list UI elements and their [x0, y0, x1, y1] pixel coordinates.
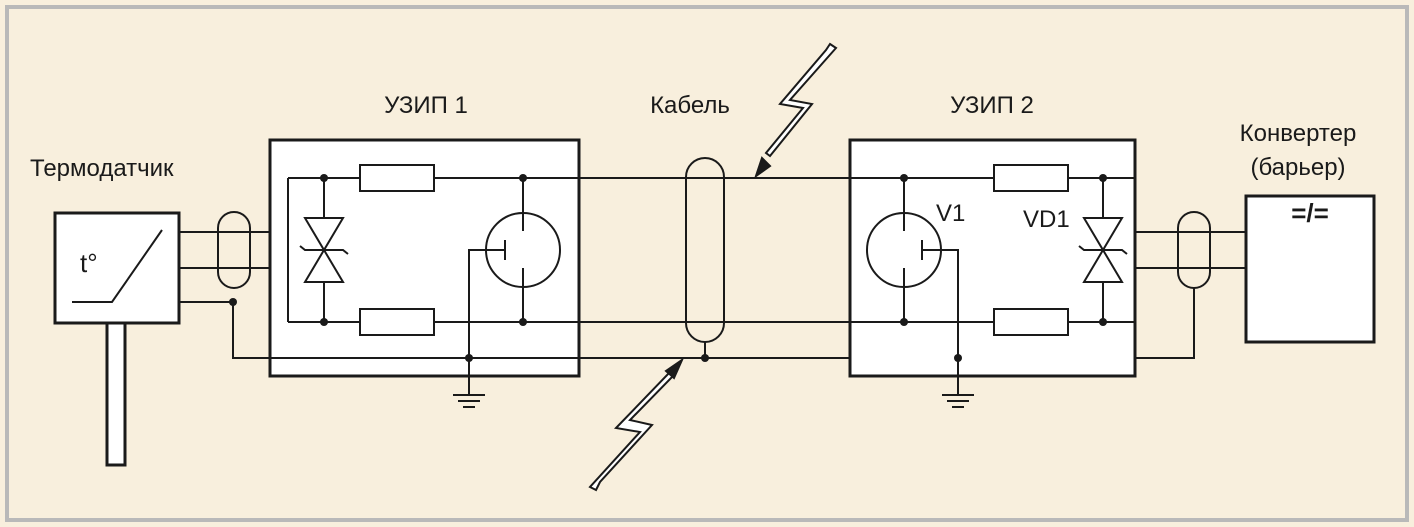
tvs-diode-vd1	[1082, 248, 1124, 283]
sensor-label: Термодатчик	[30, 155, 174, 182]
wire	[922, 249, 959, 358]
sensor-curve	[72, 229, 163, 303]
junction	[320, 318, 328, 326]
tvs-diode	[303, 248, 345, 283]
shield-capsule-1	[217, 211, 251, 289]
junction	[1099, 318, 1107, 326]
tvs-diode-vd1	[1082, 217, 1124, 252]
junction	[519, 174, 527, 182]
vd1-label: VD1	[1023, 206, 1070, 233]
diagram-frame	[5, 5, 1409, 522]
resistor	[993, 164, 1069, 192]
junction	[229, 298, 237, 306]
lightning-arrowhead	[754, 156, 772, 179]
spd2-label: УЗИП 2	[950, 92, 1034, 119]
lightning-arrowhead	[664, 357, 685, 380]
junction	[900, 318, 908, 326]
junction	[701, 354, 709, 362]
resistor	[993, 308, 1069, 336]
converter-label-line1: Конвертер	[1239, 120, 1357, 147]
sensor-probe	[105, 321, 127, 467]
tvs-bar	[299, 245, 349, 255]
tvs-diode	[303, 217, 345, 252]
lightning-bolt-top	[764, 42, 838, 158]
wire	[468, 249, 505, 358]
shield-wire	[232, 288, 1195, 359]
junction	[900, 174, 908, 182]
junction	[519, 318, 527, 326]
sensor-symbol: t°	[80, 248, 98, 278]
junction	[320, 174, 328, 182]
cable-label: Кабель	[650, 92, 730, 119]
tvs-bar	[1078, 245, 1128, 255]
shield-capsule-2	[1177, 211, 1211, 289]
resistor	[359, 308, 435, 336]
v1-label: V1	[936, 200, 966, 227]
converter-box	[1244, 194, 1376, 344]
spd1-label: УЗИП 1	[384, 92, 468, 119]
junction	[1099, 174, 1107, 182]
junction	[465, 354, 473, 362]
junction	[954, 354, 962, 362]
sensor-box	[53, 211, 181, 325]
converter-symbol: =/=	[1291, 198, 1329, 228]
resistor	[359, 164, 435, 192]
converter-label-line2: (барьер)	[1250, 154, 1346, 181]
